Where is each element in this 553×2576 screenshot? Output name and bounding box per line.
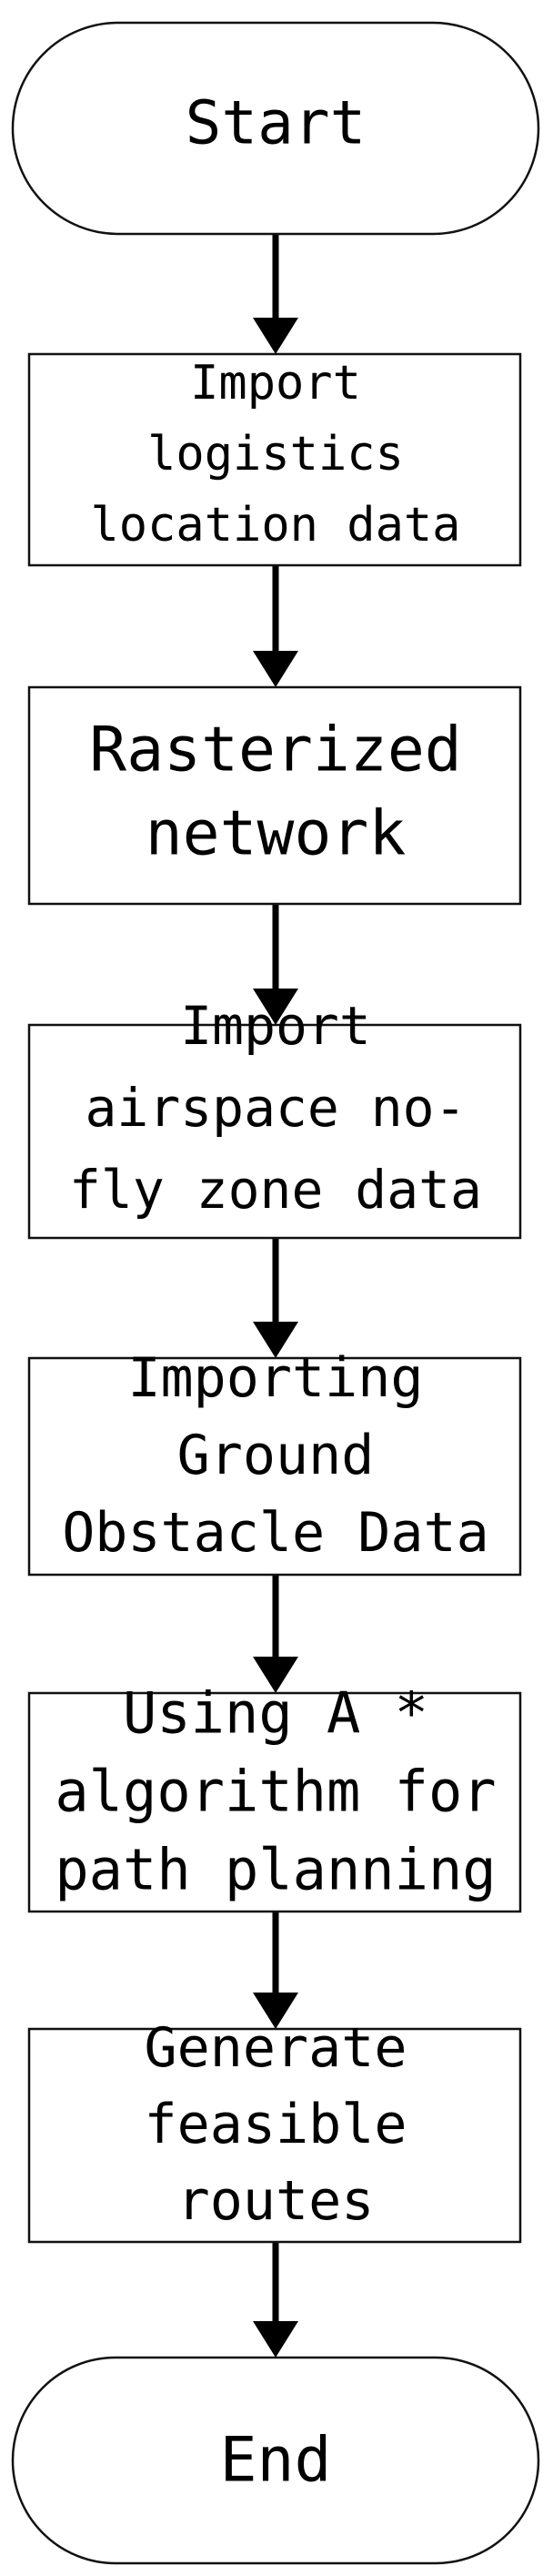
node-label-rasterized-network-line-2: network <box>146 798 407 870</box>
terminal-shape-end <box>11 2356 540 2565</box>
node-label-import-logistics-line-1: Import <box>190 356 361 411</box>
node-label-import-logistics-line-2: logistics <box>147 427 404 482</box>
arrow-head-a-star-to-generate-routes <box>253 1993 298 2029</box>
arrow-head-start-to-import-logistics <box>253 318 298 354</box>
node-label-import-ground-line-2: Ground <box>177 1424 375 1487</box>
node-label-generate-routes-line-1: Generate <box>145 2016 407 2080</box>
node-label-a-star-line-2: algorithm for <box>55 1759 496 1825</box>
node-label-a-star-line-1: Using A * <box>123 1680 428 1747</box>
node-label-import-airspace-line-1: Import <box>180 995 371 1057</box>
node-import-airspace: Import airspace no-fly zone data <box>27 995 522 1240</box>
arrow-head-import-ground-to-a-star <box>253 1657 298 1693</box>
node-import-logistics: Import logistics location data <box>27 352 522 567</box>
node-generate-routes: Generate feasible routes <box>27 2016 522 2244</box>
node-label-a-star-line-3: path planning <box>55 1837 496 1903</box>
node-end: End <box>11 2356 540 2565</box>
node-label-import-airspace-line-2: airspace no- <box>85 1077 466 1139</box>
process-box-generate-routes <box>27 2027 522 2244</box>
terminal-shape-start <box>11 21 540 236</box>
node-start: Start <box>11 21 540 236</box>
process-box-a-star <box>27 1691 522 1913</box>
node-label-import-ground-line-3: Obstacle Data <box>62 1501 489 1565</box>
node-label-import-airspace-line-3: fly zone data <box>69 1159 482 1221</box>
node-label-start-line-1: Start <box>186 88 367 158</box>
node-label-end-line-1: End <box>220 2425 332 2497</box>
process-box-import-logistics <box>27 352 522 567</box>
arrow-head-import-airspace-to-import-ground <box>253 1322 298 1358</box>
arrow-head-generate-routes-to-end <box>253 2321 298 2358</box>
process-box-import-ground <box>27 1356 522 1577</box>
process-box-import-airspace <box>27 1023 522 1240</box>
arrow-head-import-logistics-to-rasterized-network <box>253 651 298 687</box>
node-label-generate-routes-line-3: routes <box>177 2169 375 2233</box>
node-rasterized-network: Rasterized network <box>27 685 522 906</box>
arrow-head-rasterized-network-to-import-airspace <box>253 989 298 1025</box>
process-box-rasterized-network <box>27 685 522 906</box>
node-label-import-logistics-line-3: location data <box>91 498 461 553</box>
node-label-import-ground-line-1: Importing <box>127 1346 423 1410</box>
node-label-generate-routes-line-2: feasible <box>145 2093 407 2156</box>
node-a-star: Using A * algorithm for path planning <box>27 1680 522 1913</box>
node-label-rasterized-network-line-1: Rasterized <box>89 715 461 786</box>
